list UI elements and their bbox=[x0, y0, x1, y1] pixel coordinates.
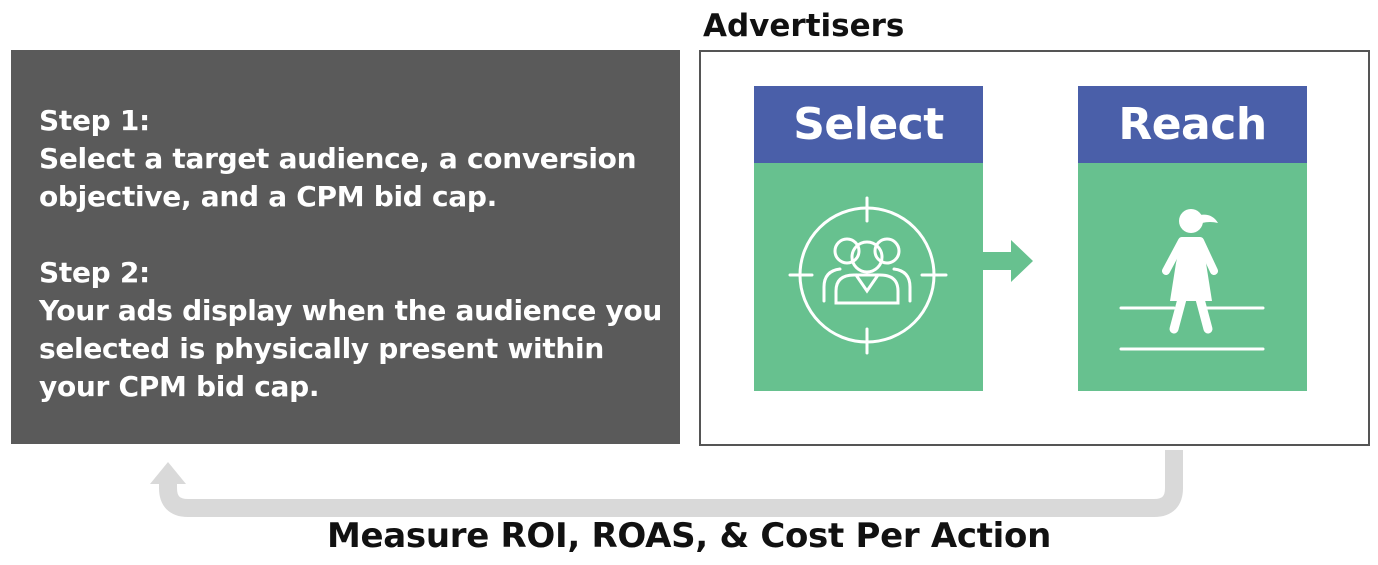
select-card: Select bbox=[754, 86, 983, 391]
step-1: Step 1: Select a target audience, a conv… bbox=[39, 102, 679, 216]
select-card-body bbox=[754, 163, 983, 391]
arrow-right-icon bbox=[981, 240, 1033, 282]
step-2: Step 2: Your ads display when the audien… bbox=[39, 254, 679, 406]
reach-card-header: Reach bbox=[1078, 86, 1307, 163]
advertisers-box: Select bbox=[699, 50, 1370, 446]
step-1-description: Select a target audience, a conversion o… bbox=[39, 142, 637, 213]
advertisers-title: Advertisers bbox=[703, 8, 905, 44]
steps-panel: Step 1: Select a target audience, a conv… bbox=[11, 50, 680, 444]
steps-text: Step 1: Select a target audience, a conv… bbox=[39, 102, 679, 406]
walking-person-icon bbox=[1119, 209, 1265, 351]
audience-target-icon bbox=[788, 196, 948, 355]
select-card-header: Select bbox=[754, 86, 983, 163]
step-2-heading: Step 2: bbox=[39, 256, 150, 289]
reach-card: Reach bbox=[1078, 86, 1307, 391]
reach-card-body bbox=[1078, 163, 1307, 391]
step-1-heading: Step 1: bbox=[39, 104, 150, 137]
step-2-description: Your ads display when the audience you s… bbox=[39, 294, 663, 403]
feedback-label: Measure ROI, ROAS, & Cost Per Action bbox=[326, 516, 1051, 556]
